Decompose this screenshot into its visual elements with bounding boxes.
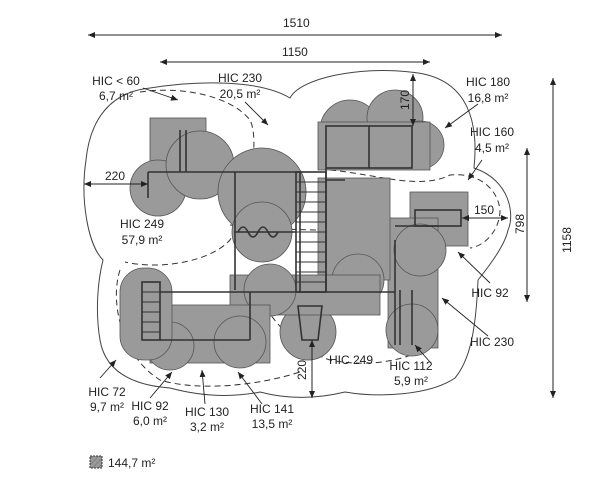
label-hic-249-left-line1: HIC 249 xyxy=(120,217,164,231)
label-hic-92-right: HIC 92 xyxy=(471,286,509,300)
label-hic-160-line1: HIC 160 xyxy=(470,125,514,139)
zone-bottom-left-circle-2 xyxy=(213,315,267,369)
label-hic-141-line1: HIC 141 xyxy=(250,402,294,416)
zone-right-mid-circle xyxy=(393,223,447,277)
label-hic-lt60-line2: 6,7 m² xyxy=(99,89,133,103)
dim-inner-width: 1150 xyxy=(282,45,308,59)
zone-top-right-rect xyxy=(317,121,431,171)
dim-bottom-offset: 220 xyxy=(295,360,309,380)
inner-dashed-boundary-left xyxy=(115,269,301,387)
label-hic-160-line2: 4,5 m² xyxy=(475,141,509,155)
label-hic-141-line2: 13,5 m² xyxy=(252,417,293,431)
label-hic-249-left-line2: 57,9 m² xyxy=(122,233,163,247)
label-hic-72-line2: 9,7 m² xyxy=(90,400,124,414)
legend: 144,7 m² xyxy=(89,455,155,470)
label-hic-249-bottom: HIC 249 xyxy=(329,353,373,367)
label-hic-112-line1: HIC 112 xyxy=(389,359,432,373)
impact-zones xyxy=(119,89,469,371)
outer-safety-boundary xyxy=(83,69,512,398)
label-hic-112-line2: 5,9 m² xyxy=(394,374,428,388)
label-hic-230-right: HIC 230 xyxy=(470,335,514,349)
dim-top-offset: 170 xyxy=(398,90,412,110)
label-hic-92-bottom-line2: 6,0 m² xyxy=(133,414,167,428)
label-hic-130-line2: 3,2 m² xyxy=(190,420,224,434)
label-hic-130-line1: HIC 130 xyxy=(185,405,229,419)
label-hic-92-bottom-line1: HIC 92 xyxy=(131,399,169,413)
play-structure xyxy=(141,125,462,345)
hatched-square-icon xyxy=(89,455,103,469)
dimension-lines: 1510 1150 1158 798 220 150 170 220 xyxy=(84,16,574,398)
dim-total-width: 1510 xyxy=(283,16,310,30)
label-hic-180-line1: HIC 180 xyxy=(466,75,510,89)
wavy-slide xyxy=(237,226,279,238)
zone-left-ladder-area xyxy=(119,267,173,361)
hic-labels: HIC < 60 6,7 m² HIC 230 20,5 m² HIC 180 … xyxy=(88,71,514,434)
label-hic-180-line2: 16,8 m² xyxy=(468,91,509,105)
label-hic-lt60-line1: HIC < 60 xyxy=(92,74,140,88)
dim-inner-height: 798 xyxy=(513,214,527,234)
label-hic-230-top-line1: HIC 230 xyxy=(218,71,262,85)
label-hic-72-line1: HIC 72 xyxy=(88,385,126,399)
dim-left-offset: 220 xyxy=(105,169,125,183)
leader-lines xyxy=(99,87,491,405)
left-ladder xyxy=(141,281,161,341)
bottom-slide xyxy=(297,305,323,341)
label-hic-230-top-line2: 20,5 m² xyxy=(220,87,261,101)
dim-total-height: 1158 xyxy=(560,227,574,253)
legend-area-label: 144,7 m² xyxy=(108,456,155,470)
dim-right-offset: 150 xyxy=(474,203,494,217)
